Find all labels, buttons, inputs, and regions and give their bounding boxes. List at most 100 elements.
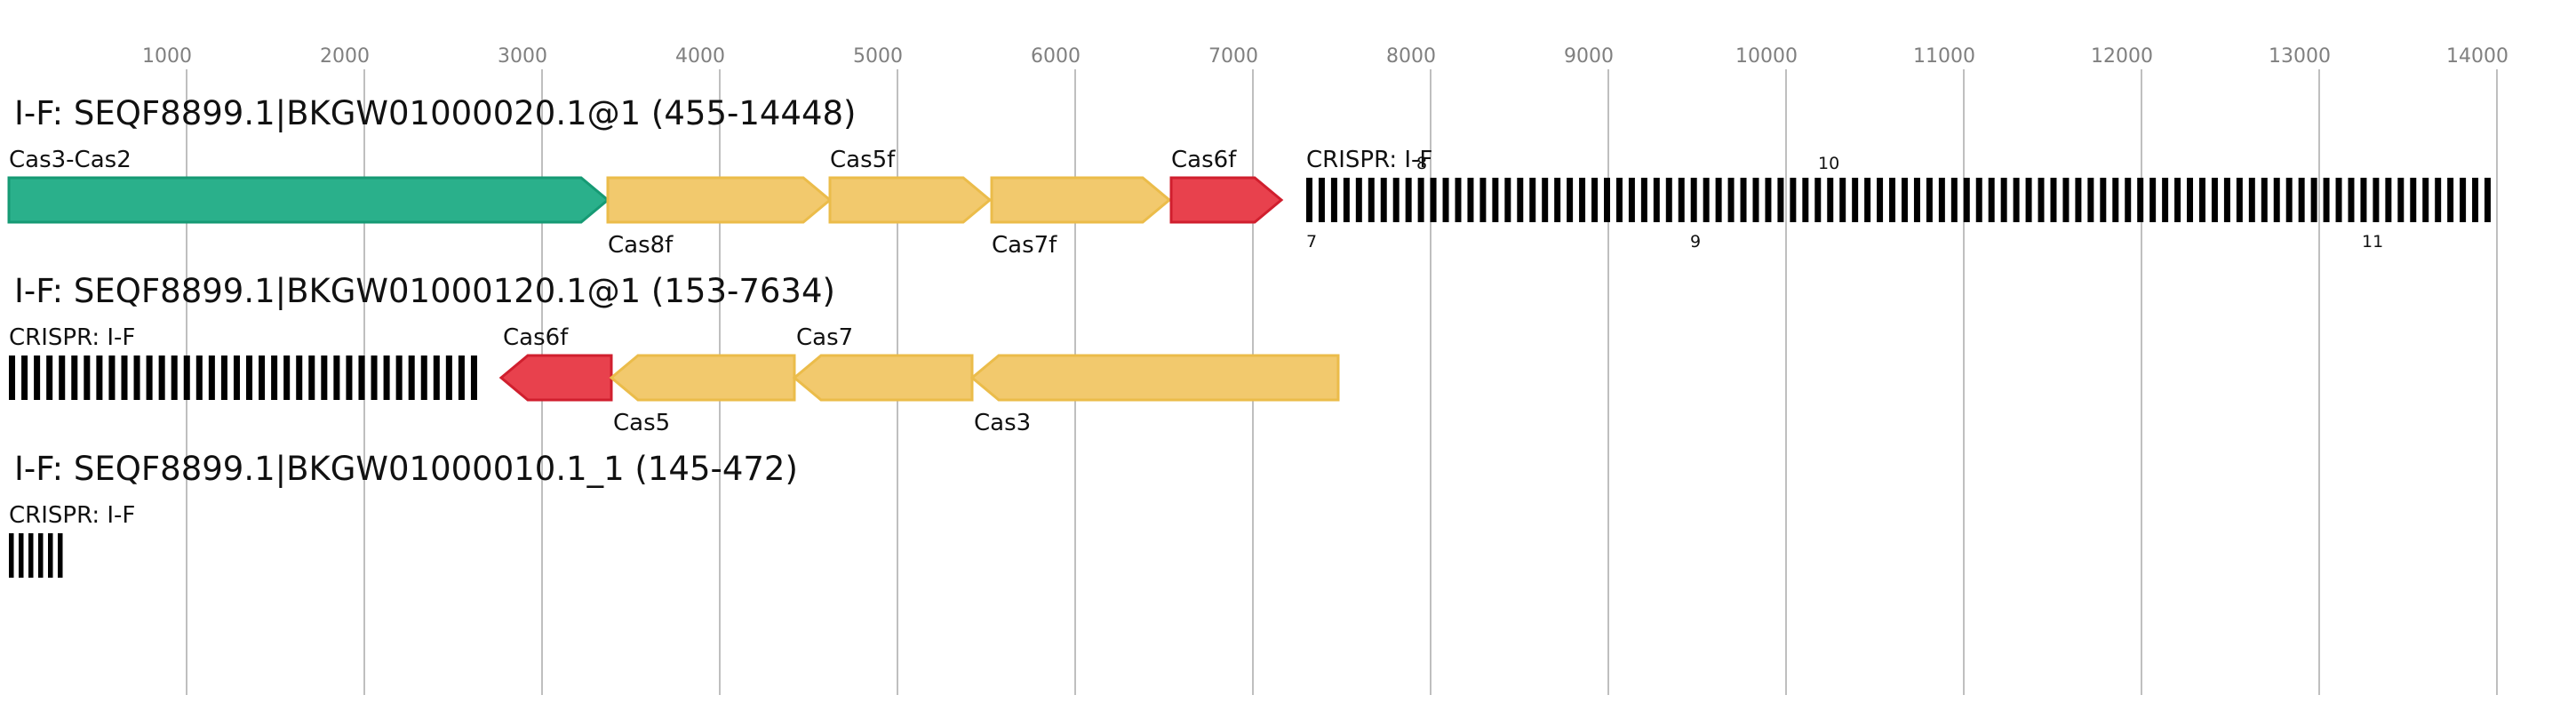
crispr-repeat-bar [2248, 178, 2255, 222]
crispr-repeat-bar [48, 533, 53, 578]
crispr-repeat-bar [9, 356, 16, 400]
crispr-repeat-bar [395, 356, 403, 400]
crispr-repeat-bar [1343, 178, 1350, 222]
crispr-repeat-bar [1690, 178, 1697, 222]
crispr-repeat-bar [1479, 178, 1487, 222]
crispr-repeat-bar [2211, 178, 2218, 222]
gene-label: Cas6f [503, 324, 569, 351]
contig-track: I-F: SEQF8899.1|BKGW01000020.1@1 (455-14… [7, 94, 2492, 259]
gene-label: Cas7f [992, 232, 1057, 259]
crispr-repeat-bar [1306, 178, 1312, 222]
crispr-repeat-bar [2038, 178, 2045, 222]
contig-title: I-F: SEQF8899.1|BKGW01000120.1@1 (153-76… [14, 272, 835, 310]
crispr-label: CRISPR: I-F [9, 324, 135, 351]
crispr-repeat-bar [1765, 178, 1772, 222]
crispr-repeat-bar [2187, 178, 2194, 222]
crispr-repeat-bar [1604, 178, 1610, 222]
crispr-repeat-bar [1727, 178, 1735, 222]
gene-label: Cas5f [830, 147, 896, 173]
gene-arrow-cas6f [498, 354, 613, 402]
crispr-repeat-bar [1678, 178, 1685, 222]
crispr-repeat-bar [1950, 178, 1958, 222]
crispr-repeat-bar [96, 356, 103, 400]
crispr-repeat-bar [1852, 178, 1859, 222]
repeat-index-label: 9 [1690, 232, 1701, 252]
crispr-repeat-bar [1889, 178, 1896, 222]
crispr-repeat-bar [2100, 178, 2107, 222]
crispr-repeat-bar [2397, 178, 2405, 222]
crispr-repeat-bar [1542, 178, 1549, 222]
crispr-repeat-bar [2125, 178, 2132, 222]
crispr-repeat-bar [58, 533, 63, 578]
crispr-repeat-bar [1827, 178, 1834, 222]
crispr-repeat-bar [1665, 178, 1672, 222]
crispr-repeat-bar [2199, 178, 2205, 222]
crispr-repeat-bar [1355, 178, 1362, 222]
crispr-repeat-bar [1567, 178, 1574, 222]
crispr-repeat-bar [1640, 178, 1647, 222]
crispr-repeat-bar [2149, 178, 2157, 222]
crispr-repeat-bar [445, 356, 452, 400]
crispr-repeat-bar [1975, 178, 1982, 222]
crispr-label: CRISPR: I-F [9, 502, 135, 529]
crispr-repeat-bar [2000, 178, 2007, 222]
crispr-repeat-bar [195, 356, 203, 400]
crispr-repeat-bar [2223, 178, 2230, 222]
contig-track: I-F: SEQF8899.1|BKGW01000120.1@1 (153-76… [9, 272, 1340, 436]
crispr-repeat-bar [321, 356, 328, 400]
crispr-repeat-bar [1579, 178, 1586, 222]
crispr-repeat-bar [358, 356, 365, 400]
crispr-repeat-bar [2062, 178, 2070, 222]
crispr-repeat-bar [59, 356, 66, 400]
contig-title: I-F: SEQF8899.1|BKGW01000020.1@1 (455-14… [14, 94, 856, 132]
crispr-repeat-bar [2410, 178, 2417, 222]
gene-arrow-cas8f [606, 176, 833, 224]
crispr-repeat-bar [71, 356, 78, 400]
crispr-repeat-bar [246, 356, 253, 400]
repeat-index-label: 8 [1416, 154, 1427, 173]
crispr-repeat-bar [146, 356, 153, 400]
crispr-repeat-bar [1703, 178, 1710, 222]
axis-tick-label: 6000 [1031, 45, 1081, 68]
crispr-repeat-bar [19, 533, 24, 578]
gene-arrow-cas5f [828, 176, 993, 224]
crispr-repeat-bar [420, 356, 427, 400]
gene-arrow-cas7 [792, 354, 974, 402]
crispr-repeat-bar [84, 356, 91, 400]
crispr-repeat-bar [2273, 178, 2280, 222]
crispr-repeat-bar [220, 356, 227, 400]
axis-tick-label: 5000 [853, 45, 903, 68]
crispr-repeat-bar [1902, 178, 1908, 222]
crispr-repeat-bar [383, 356, 390, 400]
gene-label: Cas8f [608, 232, 674, 259]
crispr-repeat-bar [2422, 178, 2429, 222]
crispr-repeat-bar [38, 533, 44, 578]
crispr-repeat-bar [1467, 178, 1474, 222]
crispr-repeat-bar [2310, 178, 2317, 222]
axis-tick-label: 13000 [2269, 45, 2331, 68]
crispr-repeat-bar [2484, 178, 2492, 222]
crispr-repeat-bar [1814, 178, 1822, 222]
gene-arrow-cas3-cas2 [7, 176, 610, 224]
crispr-repeat-bar [2360, 178, 2367, 222]
crispr-repeat-bar [1790, 178, 1797, 222]
crispr-repeat-bar [1430, 178, 1437, 222]
crispr-repeat-bar [1740, 178, 1747, 222]
crispr-repeat-bar [108, 356, 116, 400]
crispr-repeat-bar [433, 356, 440, 400]
crispr-repeat-bar [133, 356, 140, 400]
crispr-repeat-bar [470, 356, 477, 400]
crispr-repeat-bar [2323, 178, 2330, 222]
axis-tick-label: 7000 [1208, 45, 1258, 68]
crispr-repeat-bar [2112, 178, 2119, 222]
crispr-repeat-bar [2373, 178, 2380, 222]
crispr-repeat-bar [21, 356, 28, 400]
crispr-repeat-bar [2285, 178, 2293, 222]
gene-label: Cas6f [1171, 147, 1237, 173]
crispr-repeat-bar [1926, 178, 1933, 222]
gene-label: Cas7 [796, 324, 853, 351]
crispr-repeat-bar [1392, 178, 1400, 222]
crispr-repeat-bar [2025, 178, 2032, 222]
crispr-repeat-bar [1591, 178, 1599, 222]
crispr-repeat-bar [1330, 178, 1337, 222]
